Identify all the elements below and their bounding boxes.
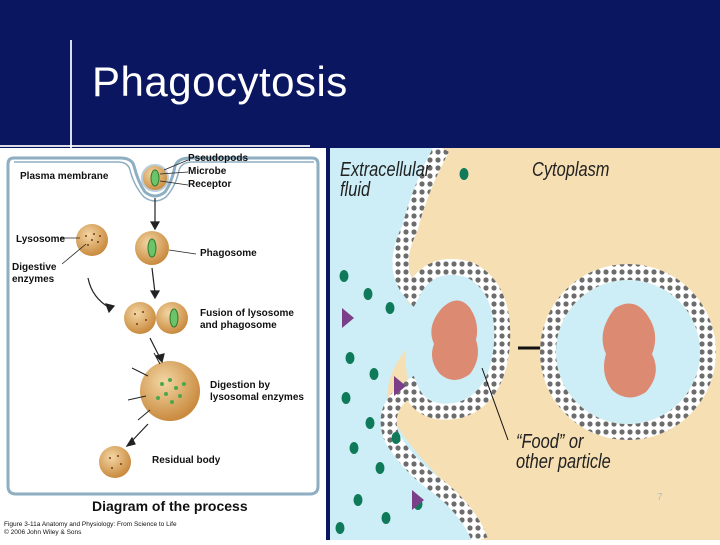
decor-horizontal-line [0,145,310,147]
vesicle-membrane [540,264,716,440]
process-diagram-svg [6,156,320,496]
slide-header [0,0,720,148]
label-extracellular-fluid: Extracellular fluid [340,159,431,201]
panel-divider [326,148,330,540]
credit-line-1: Figure 3-11a Anatomy and Physiology: Fro… [4,521,177,528]
figure-credit: Figure 3-11a Anatomy and Physiology: Fro… [4,521,177,537]
label-leaders [60,159,197,265]
particle-leader [481,367,509,441]
label-digestive-enzymes: Digestive enzymes [12,262,57,285]
label-food-particle: “Food” or other particle [516,431,611,473]
label-microbe: Microbe [188,166,227,177]
slide-title: Phagocytosis [92,58,348,105]
label-plasma-membrane: Plasma membrane [20,171,109,182]
slide-number: 7 [657,492,663,503]
label-receptor: Receptor [188,179,232,190]
microbe [150,169,160,187]
digestion-vesicle [140,361,200,421]
diagram-caption: Diagram of the process [92,498,248,514]
food-particle-vesicle [602,303,656,398]
process-diagram: Pseudopods Microbe Receptor Plasma membr… [0,148,326,540]
digestion-arrows [127,352,161,421]
cell-membrane [380,144,511,544]
extracellular-molecules [335,168,469,534]
label-digestion: Digestion by lysosomal enzymes [210,380,304,403]
food-particle-entering [431,300,478,380]
fusion-microbe [169,308,179,328]
process-arrows [87,198,165,447]
label-phagosome: Phagosome [200,248,257,259]
membrane-illustration: Extracellular fluid Cytoplasm “Food” or … [330,144,720,544]
phagosome-microbe [147,238,157,258]
digested-fragments [156,378,186,404]
label-pseudopods: Pseudopods [188,153,249,164]
extracellular-region [330,148,480,540]
label-residual-body: Residual body [152,455,221,466]
label-lysosome: Lysosome [16,234,66,245]
label-cytoplasm: Cytoplasm [532,159,610,181]
extracellular-triangles [342,308,424,510]
plasma-membrane-outline [6,156,320,496]
label-fusion: Fusion of lysosome and phagosome [200,308,294,331]
residual-body [99,446,131,478]
lysosome-enzymes [85,233,101,246]
credit-line-2: © 2006 John Wiley & Sons [4,529,82,536]
fusion-enzymes [134,311,147,325]
residual-dots [109,455,122,469]
decor-vertical-line [70,40,72,165]
membrane-illustration-svg [330,144,720,544]
fusion-lysosome [124,302,156,334]
